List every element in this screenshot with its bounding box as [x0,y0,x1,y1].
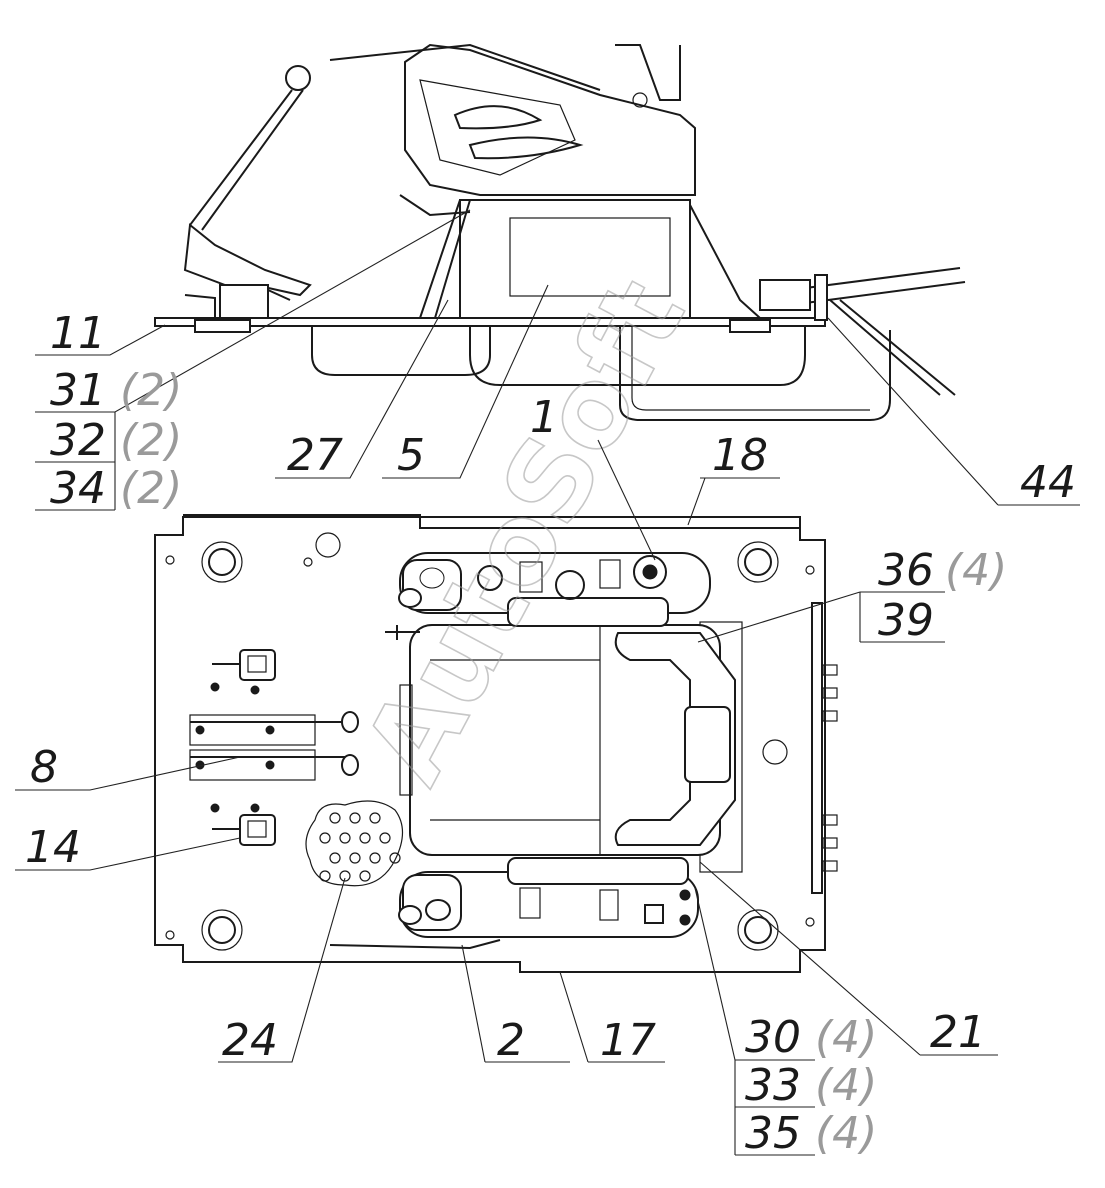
side-tube [619,326,891,421]
qty-33: (4) [815,1060,877,1111]
callout-33: 33 [745,1060,801,1111]
plan-handle-lower [329,939,501,950]
side-pedestal [459,199,691,319]
plan-seat-pin [385,625,420,640]
plan-view [154,514,838,973]
joystick-lower [398,874,462,931]
qty-34: (2) [120,463,182,514]
side-pedestal-window [509,217,671,297]
switch-lower [210,803,276,846]
qty-36: (4) [945,545,1007,596]
callout-24: 24 [222,1015,278,1066]
side-pedestal-bracket [399,194,471,217]
plan-seat-headrest [684,706,731,783]
callout-11: 11 [50,308,106,359]
side-rear-tube-curve [829,299,956,396]
callout-2: 2 [497,1015,525,1066]
callout-5: 5 [397,430,425,481]
side-pedal-foot [184,289,291,318]
callout-27: 27 [287,430,343,481]
callout-18: 18 [712,430,768,481]
callout-8: 8 [30,742,58,793]
callout-35: 35 [745,1108,801,1159]
side-base-plate [154,317,826,327]
side-seat-cushion [404,43,696,196]
callout-14: 14 [25,822,81,873]
side-rear-foot [729,319,771,333]
switch-upper [210,649,276,695]
side-pedal [183,223,312,297]
plan-seat-seams [430,625,601,855]
callout-21: 21 [930,1007,986,1058]
qty-31: (2) [120,365,182,416]
leader-lines [15,209,1080,1156]
callout-30: 30 [745,1012,801,1063]
plan-console-upper-mech [477,555,667,600]
plan-seat-backrest [614,632,736,846]
callout-36: 36 [878,545,934,596]
callout-34: 34 [50,463,106,514]
qty-35: (4) [815,1108,877,1159]
side-seat-emboss [453,105,584,160]
side-armrest [329,43,601,91]
callout-44: 44 [1020,457,1076,508]
callouts: 11 31 (2) 32 (2) 34 (2) 27 5 1 18 44 36 … [25,308,1076,1159]
callout-31: 31 [50,365,106,416]
callout-17: 17 [600,1015,656,1066]
side-rear-clamp [759,279,811,311]
qty-30: (4) [815,1012,877,1063]
hand-levers [189,711,359,781]
side-pedal-base [219,284,269,319]
side-tube-inner [631,326,870,411]
side-view [154,43,966,421]
callout-1: 1 [530,392,558,443]
perforated-patch [305,800,404,887]
side-lever-knob [285,65,311,91]
callout-32: 32 [50,415,106,466]
side-rear-clamp-tab [814,274,828,321]
plan-console-lower-bar [507,857,689,885]
plan-rail-bolts [822,664,838,872]
side-lever-rod [188,89,304,241]
side-seat-side-panel [419,79,576,176]
callout-39: 39 [878,595,934,646]
side-runner-right [469,326,806,386]
side-pivot [632,92,648,108]
qty-32: (2) [120,415,182,466]
plan-seat-side-pad [399,684,413,796]
joystick-upper [398,559,462,611]
plan-base-plate [154,514,826,973]
side-front-foot [194,319,251,333]
plan-side-rail [811,602,823,894]
plan-console-upper-bar [507,597,669,627]
side-runner-left [311,326,491,376]
plan-console-lower-mech [519,887,691,926]
side-backrest [615,44,681,101]
